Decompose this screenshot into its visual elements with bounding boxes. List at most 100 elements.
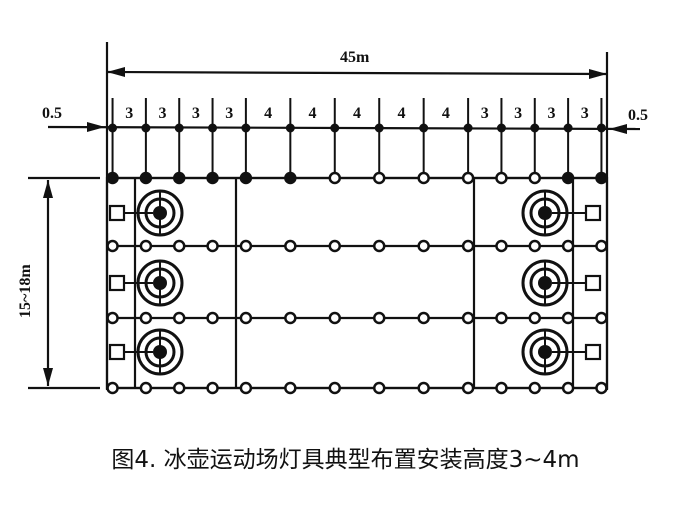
light-fixture-node (417, 171, 430, 185)
light-fixture-node (461, 171, 475, 185)
spacing-label: 3 (481, 105, 489, 122)
light-fixture-node (106, 239, 119, 253)
light-fixture-node (372, 239, 386, 253)
light-fixture-node (372, 311, 386, 325)
light-fixture-node (417, 311, 430, 325)
spacing-label: 3 (192, 105, 200, 122)
spacing-label: 4 (353, 105, 361, 122)
light-fixture-node (461, 381, 475, 395)
light-fixture-node (528, 239, 542, 253)
height-label: 15~18m (17, 264, 34, 318)
light-fixture-node (284, 381, 297, 395)
spacing-label: 3 (225, 105, 233, 122)
tick-node (208, 123, 218, 133)
light-fixture-node (595, 311, 608, 325)
tick-node (596, 123, 606, 133)
total-width-label: 45m (340, 49, 370, 66)
light-fixture-node (139, 239, 153, 253)
light-fixture-node (239, 311, 253, 325)
light-fixture-node (239, 381, 253, 395)
light-fixture-node (206, 381, 219, 395)
light-fixture-node (561, 311, 575, 325)
light-fixture-node (206, 311, 219, 325)
tick-node (285, 123, 295, 133)
control-box (584, 274, 602, 292)
light-fixture-node (172, 239, 186, 253)
spacing-label: 4 (442, 105, 450, 122)
control-box (584, 343, 602, 361)
light-fixture-node (528, 311, 542, 325)
light-fixture-node (284, 239, 297, 253)
light-fixture-node (461, 239, 475, 253)
target-house-lamp (108, 259, 184, 307)
spacing-label: 3 (514, 105, 522, 122)
light-fixture-node (206, 171, 219, 185)
light-fixture-node (139, 311, 153, 325)
tick-node (563, 123, 573, 133)
light-fixture-node (328, 239, 342, 253)
spacing-label: 4 (264, 105, 272, 122)
light-fixture-node (239, 171, 253, 185)
figure-caption: 图4. 冰壶运动场灯具典型布置安装高度3~4m (111, 447, 580, 473)
tick-node (419, 123, 429, 133)
light-fixture-node (595, 239, 608, 253)
light-fixture-node (495, 171, 508, 185)
tick-node (108, 123, 118, 133)
width-dimension-line (106, 70, 608, 76)
spacing-label: 3 (581, 105, 589, 122)
spacing-label: 3 (547, 105, 555, 122)
light-fixture-node (106, 381, 119, 395)
light-fixture-node (328, 311, 342, 325)
light-fixture-node (284, 171, 297, 185)
light-fixture-node (372, 381, 386, 395)
control-box (108, 274, 126, 292)
light-fixture-node (372, 171, 386, 185)
light-fixture-node (595, 381, 608, 395)
light-fixture-node (206, 239, 219, 253)
tick-node (174, 123, 184, 133)
margin-right-label: 0.5 (628, 107, 648, 124)
light-fixture-node (461, 311, 475, 325)
target-house-lamp (521, 189, 602, 237)
light-fixture-node (417, 381, 430, 395)
target-house-lamp (108, 328, 184, 376)
tick-node (374, 123, 384, 133)
light-fixture-node (284, 311, 297, 325)
light-fixture-node (595, 171, 608, 185)
light-fixture-node (106, 311, 119, 325)
light-fixture-node (561, 239, 575, 253)
tick-node (330, 123, 340, 133)
spacing-label: 4 (309, 105, 317, 122)
target-house-lamp (108, 189, 184, 237)
tick-node (141, 123, 151, 133)
margin-left-label: 0.5 (42, 105, 62, 122)
light-fixture-node (495, 239, 508, 253)
tick-node (496, 123, 506, 133)
tick-node (530, 123, 540, 133)
light-fixture-node (528, 171, 542, 185)
light-fixture-node (561, 171, 575, 185)
light-fixture-node (172, 171, 186, 185)
light-fixture-node (528, 381, 542, 395)
target-house-lamp (521, 328, 602, 376)
light-fixture-node (328, 171, 342, 185)
spacing-label: 4 (397, 105, 405, 122)
control-box (108, 343, 126, 361)
light-fixture-node (495, 381, 508, 395)
spacing-label: 3 (159, 105, 167, 122)
light-fixture-node (106, 171, 119, 185)
target-house-lamp (521, 259, 602, 307)
tick-node (241, 123, 251, 133)
light-fixture-node (417, 239, 430, 253)
control-box (108, 204, 126, 222)
light-fixture-node (328, 381, 342, 395)
control-box (584, 204, 602, 222)
light-fixture-node (239, 239, 253, 253)
light-fixture-node (139, 171, 153, 185)
light-fixture-node (139, 381, 153, 395)
light-fixture-node (495, 311, 508, 325)
tick-node (463, 123, 473, 133)
spacing-label: 3 (125, 105, 133, 122)
light-fixture-node (172, 311, 186, 325)
